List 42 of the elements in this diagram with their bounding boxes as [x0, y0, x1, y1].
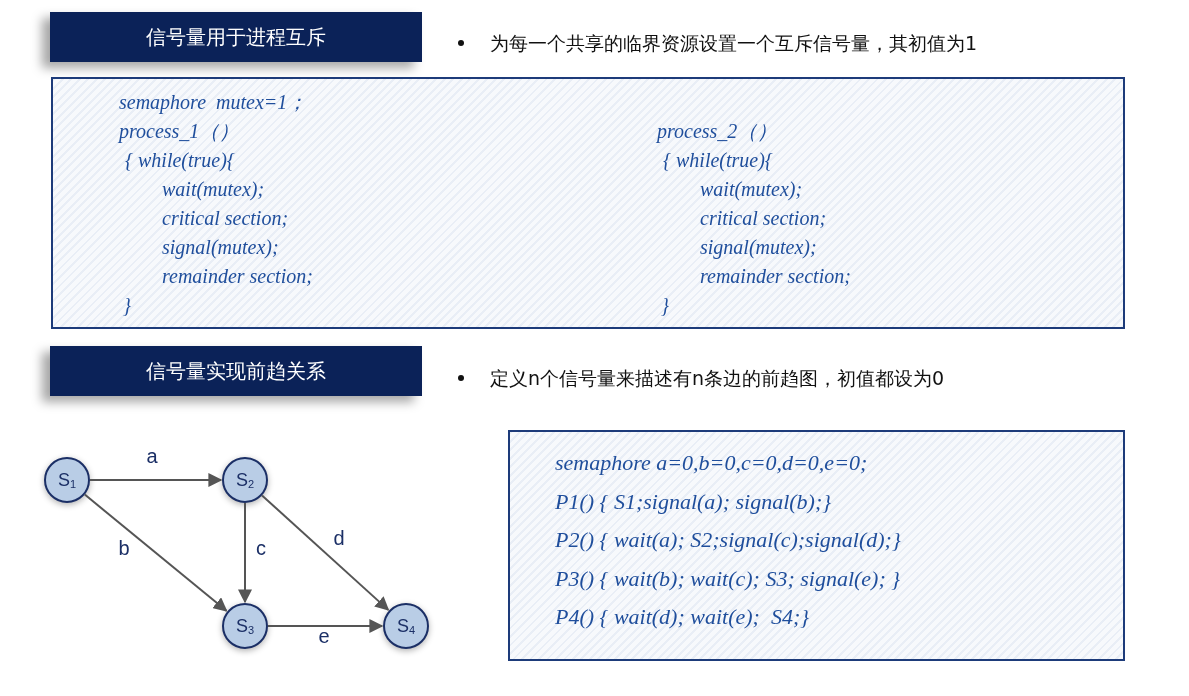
code-line: P2() { wait(a); S2;signal(c);signal(d);} — [555, 527, 901, 553]
code-line: semaphore mutex=1； — [119, 90, 308, 115]
edge-label: b — [118, 536, 130, 561]
node-label: S$_{2}$ — [235, 468, 255, 493]
code-line: remainder section; — [700, 264, 851, 289]
node-label: S$_{4}$ — [396, 614, 416, 639]
heading-text: 信号量用于进程互斥 — [146, 24, 326, 51]
code-line: semaphore a=0,b=0,c=0,d=0,e=0; — [555, 450, 868, 476]
heading-text: 信号量实现前趋关系 — [146, 358, 326, 385]
edge-label: e — [318, 624, 330, 649]
arrow — [267, 619, 384, 633]
code-line: } — [661, 293, 669, 318]
code-line: P1() { S1;signal(a); signal(b);} — [555, 488, 832, 515]
code-panel — [508, 430, 1125, 661]
code-line: remainder section; — [162, 264, 313, 289]
code-line: { while(true){ — [125, 148, 235, 173]
arrow — [261, 494, 390, 611]
node-label: S$_{1}$ — [57, 468, 77, 493]
node-label: S$_{3}$ — [235, 614, 255, 639]
arrow — [83, 493, 228, 612]
code-line: { while(true){ — [663, 148, 773, 173]
code-line: P4() { wait(d); wait(e); S4;} — [555, 604, 810, 630]
heading-banner — [50, 12, 422, 62]
code-line: signal(mutex); — [162, 235, 279, 260]
code-panel — [51, 77, 1125, 329]
arrow — [238, 502, 252, 604]
code-line: process_2（） — [657, 119, 778, 144]
code-line: critical section; — [162, 206, 289, 231]
code-line: process_1（） — [119, 119, 240, 144]
heading-banner — [50, 346, 422, 396]
bullet-text: 为每一个共享的临界资源设置一个互斥信号量，其初值为1 — [490, 30, 978, 56]
edge-label: c — [256, 536, 266, 561]
code-line: critical section; — [700, 206, 827, 231]
code-line: } — [123, 293, 131, 318]
code-line: wait(mutex); — [162, 177, 265, 202]
edge-label: d — [333, 526, 345, 551]
bullet-text: 定义n个信号量来描述有n条边的前趋图，初值都设为0 — [490, 365, 945, 391]
code-line: signal(mutex); — [700, 235, 817, 260]
code-line: wait(mutex); — [700, 177, 803, 202]
edge-label: a — [146, 444, 158, 469]
arrow — [89, 473, 223, 487]
code-line: P3() { wait(b); wait(c); S3; signal(e); } — [555, 565, 901, 592]
